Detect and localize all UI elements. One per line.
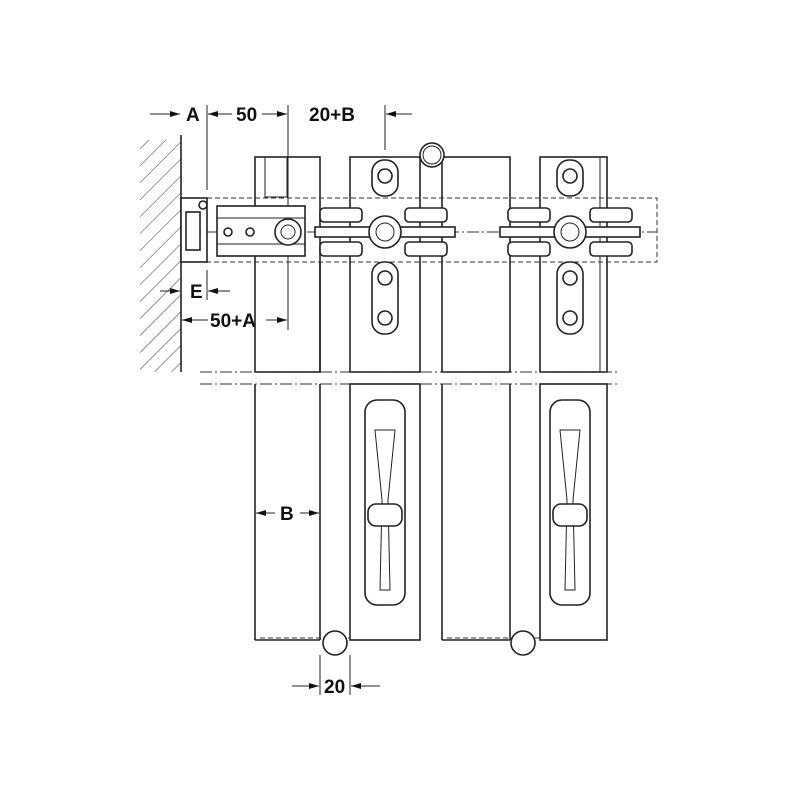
dimension-50-label: 50: [236, 105, 257, 126]
dimension-20-label: 20: [324, 677, 345, 698]
wall: [140, 135, 182, 372]
wall-bracket: [180, 197, 208, 263]
connector-plate: [216, 205, 306, 257]
dimension-50-plus-a-label: 50+A: [210, 311, 256, 332]
bottom-guide-roller: [510, 630, 536, 656]
dimension-a-label: A: [186, 105, 200, 126]
bottom-guide-roller: [322, 630, 348, 656]
dimension-e-label: E: [190, 282, 203, 303]
door-panels-upper: [254, 142, 608, 373]
dimension-arrows: [150, 111, 412, 695]
door-handle-2: [549, 399, 591, 606]
door-panels-lower: [254, 383, 608, 641]
roller-carriage-2: [499, 159, 641, 335]
dimension-b-label: B: [280, 504, 294, 525]
roller-carriage-1: [314, 159, 456, 335]
door-handle-1: [364, 399, 406, 606]
dimension-20-plus-b-label: 20+B: [309, 105, 355, 126]
